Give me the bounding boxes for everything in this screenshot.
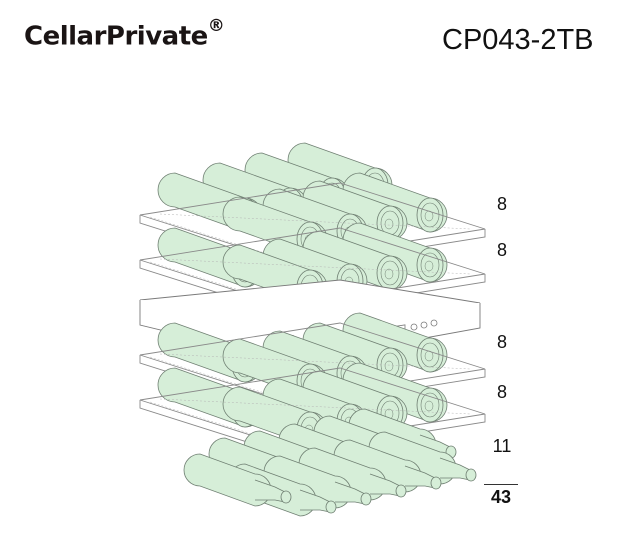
floor-count: 11 [492,436,512,456]
brand-name: CellarPrivate [24,21,208,52]
model-number: CP043-2TB [442,24,594,56]
shelf-4-count: 8 [496,382,507,402]
shelf-1-count: 8 [496,194,507,214]
shelf-2-count: 8 [496,240,507,260]
shelf-3-count: 8 [496,332,507,352]
brand-logo: CellarPrivate® [24,16,225,52]
registered-mark: ® [207,16,225,36]
total-count: 43 [484,484,518,508]
floor-bottles [183,408,477,517]
